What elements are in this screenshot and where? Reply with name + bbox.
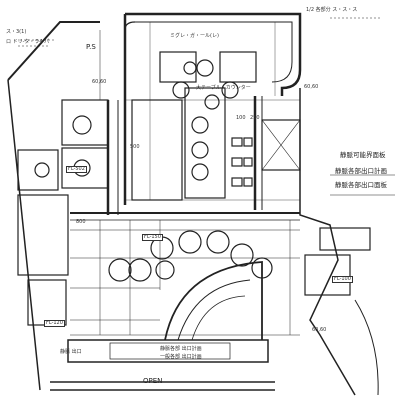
- bottom-note-1: 静脈 出口: [60, 349, 82, 355]
- wc-room-1: [61, 99, 109, 146]
- right-room-2: [319, 227, 371, 251]
- counter-note: 大テーブル・カウンター: [196, 85, 251, 91]
- legend-item-3: 静脈各部出口面板: [335, 181, 387, 189]
- top-left-note: ロ ドリ-タ・ラ4 パ: [6, 39, 50, 45]
- dim-250: 250: [250, 115, 260, 121]
- ps-label: P.S: [86, 43, 96, 51]
- bar-arc-inner: [177, 279, 251, 341]
- fl-120-label: FL-120: [44, 320, 65, 327]
- pillar: [34, 162, 50, 178]
- dim-800: 800: [76, 219, 86, 225]
- counter-centre: [184, 87, 226, 199]
- left-boundary-wall: [7, 21, 100, 81]
- dim-right-upper: 60,60: [304, 84, 319, 90]
- dim-right-lower: 60,60: [312, 327, 327, 333]
- legend-item-1: 静脈可能界面板: [340, 151, 386, 159]
- bottom-note-3: 一般各部 出口計画: [160, 354, 202, 360]
- upper-room-outline: [123, 12, 302, 205]
- left-room-lower: [17, 194, 69, 276]
- fl-100-label: FL-100: [332, 276, 353, 283]
- left-small-room: [17, 149, 59, 191]
- table-large: [219, 51, 257, 83]
- lower-seat-circles: [108, 230, 273, 282]
- open-label: OPEN: [143, 377, 163, 385]
- right-edge-arc: [354, 299, 379, 396]
- long-counter: [131, 99, 183, 201]
- fl-502-label: FL-502: [66, 166, 87, 173]
- fl-150-label: FL-150: [142, 234, 163, 241]
- top-room-note: ミグレ・ガ・ール(レ): [170, 33, 219, 39]
- table-large: [159, 51, 197, 83]
- bottom-note-2: 静脈各部 出口計画: [160, 346, 202, 352]
- left-lower-boundary: [7, 79, 41, 391]
- left-bottom-room: [27, 279, 67, 326]
- upper-grid: [125, 22, 300, 201]
- upper-room-left-curve: [124, 21, 136, 31]
- dim-500: 500: [130, 144, 140, 150]
- bottom-shelf: [109, 342, 231, 360]
- bar-arc-outer: [164, 261, 263, 341]
- service-box: [261, 119, 301, 171]
- lower-grid: [70, 220, 300, 336]
- legend-lines: [330, 174, 395, 196]
- dim-100: 100: [236, 115, 246, 121]
- pillar: [72, 115, 92, 135]
- open-line: [50, 381, 275, 391]
- service-box-diag: [261, 119, 301, 171]
- bottom-counter: [67, 339, 269, 363]
- seat-circles: [172, 59, 239, 181]
- wc-room-2: [61, 147, 109, 189]
- legend-item-2: 静脈各部出口計画: [335, 167, 387, 175]
- right-room: [304, 254, 351, 296]
- bar-arc-inner-2: [191, 295, 246, 341]
- top-left-note-2: ス・3(1): [6, 29, 27, 35]
- stools: [231, 137, 253, 187]
- hatch: [18, 17, 380, 47]
- top-right-note: 1/2 各部分 ス・ス・ス: [306, 7, 358, 13]
- upper-room-inner: [135, 21, 293, 83]
- right-boundary: [299, 88, 356, 396]
- dim-top-left: 60,60: [92, 79, 107, 85]
